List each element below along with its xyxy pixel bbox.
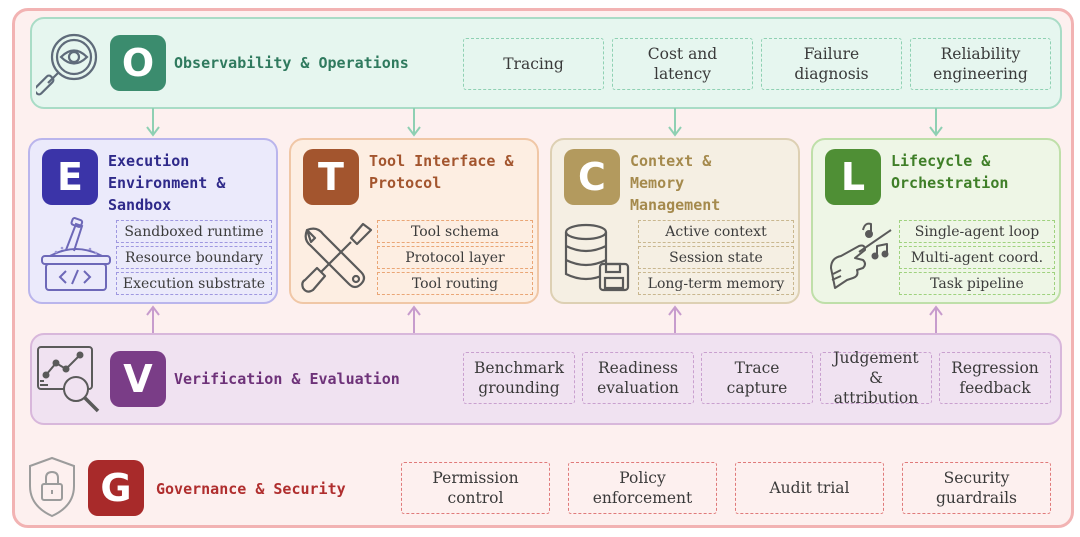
arrow-verification-to-context bbox=[668, 305, 682, 334]
wrench-screwdriver-icon bbox=[301, 222, 373, 293]
arrow-verification-to-tool bbox=[407, 305, 421, 334]
tool-letter-badge: T bbox=[303, 149, 359, 205]
governance-letter-badge: G bbox=[88, 460, 144, 516]
governance-item-audit-trial: Audit trial bbox=[735, 462, 884, 514]
arrow-obs-to-tool bbox=[407, 108, 421, 137]
context-item-session-state: Session state bbox=[638, 246, 794, 269]
execution-item-execution-substrate: Execution substrate bbox=[116, 272, 272, 295]
verification-letter-badge: V bbox=[110, 351, 166, 407]
governance-item-security-guardrails: Security guardrails bbox=[902, 462, 1051, 514]
context-card: C Context & Memory Management Active con… bbox=[550, 138, 800, 304]
context-title: Context & Memory Management bbox=[630, 150, 750, 216]
execution-item-sandboxed-runtime: Sandboxed runtime bbox=[116, 220, 272, 243]
verification-item-readiness-evaluation: Readiness evaluation bbox=[582, 352, 694, 404]
execution-title: Execution Environment & Sandbox bbox=[108, 150, 236, 216]
lifecycle-item-multi-agent-coord: Multi-agent coord. bbox=[899, 246, 1055, 269]
governance-title: Governance & Security bbox=[156, 480, 346, 498]
context-letter-badge: C bbox=[564, 149, 620, 205]
tool-item-protocol-layer: Protocol layer bbox=[377, 246, 533, 269]
tool-card: T Tool Interface & Protocol Tool schema … bbox=[289, 138, 539, 304]
observability-title: Observability & Operations bbox=[174, 54, 409, 72]
arrow-verification-to-lifecycle bbox=[929, 305, 943, 334]
execution-letter-badge: E bbox=[42, 149, 98, 205]
observability-panel bbox=[30, 17, 1062, 109]
tool-title: Tool Interface & Protocol bbox=[369, 150, 529, 194]
arrow-verification-to-execution bbox=[146, 305, 160, 334]
verification-title: Verification & Evaluation bbox=[174, 370, 400, 388]
context-item-active-context: Active context bbox=[638, 220, 794, 243]
observability-item-cost-latency: Cost and latency bbox=[612, 38, 753, 90]
chart-magnifier-icon bbox=[37, 346, 100, 413]
tool-title-text: Tool Interface & Protocol bbox=[369, 152, 514, 192]
verification-panel bbox=[30, 333, 1062, 425]
verification-item-benchmark-grounding: Benchmark grounding bbox=[463, 352, 575, 404]
shield-lock-icon bbox=[29, 456, 75, 518]
magnifier-eye-icon bbox=[36, 33, 98, 96]
lifecycle-card: L Lifecycle & Orchestration Single-agent… bbox=[811, 138, 1061, 304]
lifecycle-item-task-pipeline: Task pipeline bbox=[899, 272, 1055, 295]
arrow-obs-to-context bbox=[668, 108, 682, 137]
tool-item-tool-routing: Tool routing bbox=[377, 272, 533, 295]
arrow-obs-to-lifecycle bbox=[929, 108, 943, 137]
lifecycle-letter-badge: L bbox=[825, 149, 881, 205]
lifecycle-title-text: Lifecycle & Orchestration bbox=[891, 152, 1009, 192]
observability-item-failure-diagnosis: Failure diagnosis bbox=[761, 38, 902, 90]
observability-letter-badge: O bbox=[110, 35, 166, 91]
lifecycle-item-single-agent-loop: Single-agent loop bbox=[899, 220, 1055, 243]
verification-item-judgement-attribution: Judgement & attribution bbox=[820, 349, 932, 407]
context-item-long-term-memory: Long-term memory bbox=[638, 272, 794, 295]
verification-item-regression-feedback: Regression feedback bbox=[939, 352, 1051, 404]
execution-title-text: Execution Environment & Sandbox bbox=[108, 152, 226, 214]
sandbox-code-icon bbox=[41, 217, 111, 291]
database-save-icon bbox=[564, 223, 630, 292]
context-title-text: Context & Memory Management bbox=[630, 152, 721, 214]
governance-item-policy-enforcement: Policy enforcement bbox=[568, 462, 717, 514]
governance-item-permission-control: Permission control bbox=[401, 462, 550, 514]
conductor-hand-icon bbox=[830, 222, 892, 289]
observability-item-tracing: Tracing bbox=[463, 38, 604, 90]
verification-item-trace-capture: Trace capture bbox=[701, 352, 813, 404]
execution-item-resource-boundary: Resource boundary bbox=[116, 246, 272, 269]
execution-card: E Execution Environment & Sandbox Sandbo… bbox=[28, 138, 278, 304]
observability-item-reliability-engineering: Reliability engineering bbox=[910, 38, 1051, 90]
lifecycle-title: Lifecycle & Orchestration bbox=[891, 150, 1056, 194]
tool-item-tool-schema: Tool schema bbox=[377, 220, 533, 243]
arrow-obs-to-execution bbox=[146, 108, 160, 137]
